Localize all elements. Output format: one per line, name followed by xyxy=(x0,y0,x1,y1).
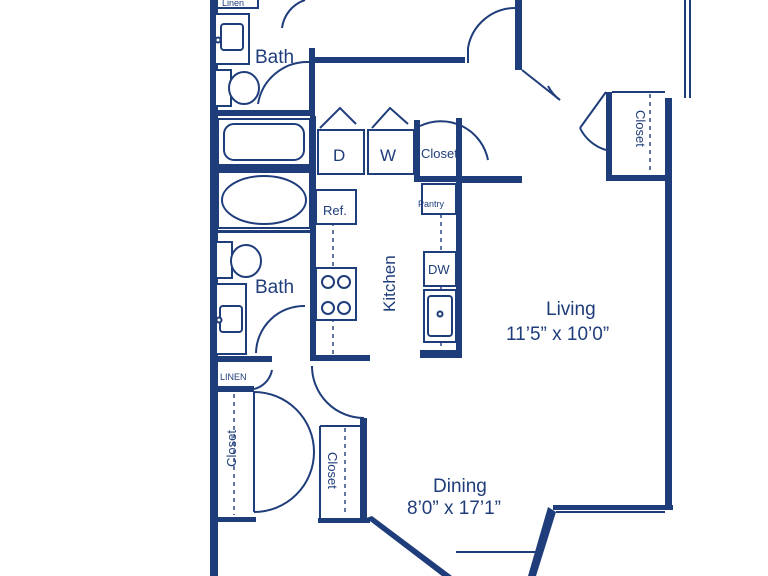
washer-box xyxy=(367,129,415,175)
tub-lower-basin-icon xyxy=(221,175,307,225)
label-linen-lower: LINEN xyxy=(220,372,247,382)
bath-upper-fixtures xyxy=(214,13,260,107)
label-living: Living xyxy=(546,299,596,320)
door-swing-closet-right-2 xyxy=(579,127,607,151)
wall-closet-hall xyxy=(414,176,522,182)
wall-kitchen-west xyxy=(310,116,316,361)
sink-lower-basin xyxy=(219,305,243,333)
door-swing-entry xyxy=(467,7,516,49)
wall-north-hall xyxy=(315,57,465,63)
wall-closet-left-bottom xyxy=(210,517,256,522)
linen-top-shelf xyxy=(218,0,259,9)
doors-and-windows xyxy=(218,0,691,553)
dryer-box xyxy=(317,129,365,175)
burner-icon-4 xyxy=(337,301,351,315)
wall-linen-top xyxy=(210,356,272,362)
door-swing-bath-upper xyxy=(257,60,310,105)
door-swing-laundry-closet xyxy=(419,120,489,161)
labels: Linen Bath D W Closet Closet Ref. Pantry… xyxy=(220,0,648,519)
door-swing-linen xyxy=(253,369,273,390)
burner-icon-1 xyxy=(321,275,335,289)
wall-bath-upper-bottom xyxy=(210,110,314,116)
wall-closet-mid-right xyxy=(360,418,367,518)
wall-bath-lower-top xyxy=(210,230,310,233)
label-closet-left-lower: Closet xyxy=(224,430,239,467)
refrigerator-box xyxy=(315,189,357,225)
sink-upper-basin xyxy=(220,23,244,51)
kitchen-fixtures xyxy=(315,183,462,358)
laundry xyxy=(317,106,415,175)
door-swing-closet-left xyxy=(253,391,315,513)
wall-bay-right xyxy=(528,507,556,576)
wall-laundry-right xyxy=(414,120,420,180)
kitchen-island-end xyxy=(420,350,462,358)
faucet-lower-icon xyxy=(215,316,223,324)
label-closet-right: Closet xyxy=(633,110,648,147)
wall-bay-left xyxy=(366,516,452,576)
wall-bath-upper-right xyxy=(309,48,315,116)
label-washer: W xyxy=(380,146,396,165)
kitchen-faucet-icon xyxy=(436,310,444,318)
wall-closet-right-bottom xyxy=(606,175,668,181)
label-closet-entry-top: Closet xyxy=(421,146,458,161)
door-closet-right-leaf-2 xyxy=(579,91,607,129)
toilet-lower-bowl-icon xyxy=(230,244,262,278)
label-dining-dims: 8’0” x 17’1” xyxy=(407,498,501,519)
faucet-upper-icon xyxy=(214,36,222,44)
wall-window-south xyxy=(553,505,673,510)
dryer-door-icon xyxy=(319,106,357,129)
wall-entry-right xyxy=(515,0,522,70)
wall-linen-bottom xyxy=(210,386,254,392)
bath-lower-fixtures xyxy=(215,241,262,355)
tubs xyxy=(217,118,311,229)
wall-dining-south-left xyxy=(318,518,370,523)
label-refrigerator: Ref. xyxy=(323,203,347,218)
door-swing-bath-upper-top xyxy=(281,0,306,29)
label-dining: Dining xyxy=(433,476,487,497)
label-pantry: Pantry xyxy=(418,199,445,209)
label-dishwasher: DW xyxy=(428,262,450,277)
wall-tub-divider xyxy=(210,166,314,171)
wall-closet-right-left xyxy=(606,92,612,178)
washer-door-icon xyxy=(371,106,409,129)
door-swing-dining-hall xyxy=(311,365,365,419)
dishwasher-box xyxy=(423,251,457,287)
label-bath-upper: Bath xyxy=(255,47,294,68)
burner-icon-2 xyxy=(337,275,351,289)
toilet-upper-bowl-icon xyxy=(228,71,260,105)
pantry-box xyxy=(421,183,457,215)
label-closet-mid-lower: Closet xyxy=(325,452,340,489)
wall-west xyxy=(210,0,218,576)
wall-kitchen-south xyxy=(310,355,370,361)
door-swing-closet-right xyxy=(547,85,561,101)
label-linen-top: Linen xyxy=(222,0,244,8)
burner-icon-3 xyxy=(321,301,335,315)
wall-pantry-right xyxy=(456,118,462,358)
label-dryer: D xyxy=(333,146,345,165)
walls xyxy=(210,0,673,576)
label-kitchen: Kitchen xyxy=(380,255,399,312)
toilet-lower-tank xyxy=(215,241,233,279)
range-box xyxy=(315,267,357,321)
tub-upper-basin-icon xyxy=(223,123,305,161)
door-swing-bath-lower xyxy=(255,304,306,354)
label-living-dims: 11’5” x 10’0” xyxy=(506,324,609,345)
wall-east xyxy=(665,98,672,508)
label-bath-lower: Bath xyxy=(255,277,294,298)
